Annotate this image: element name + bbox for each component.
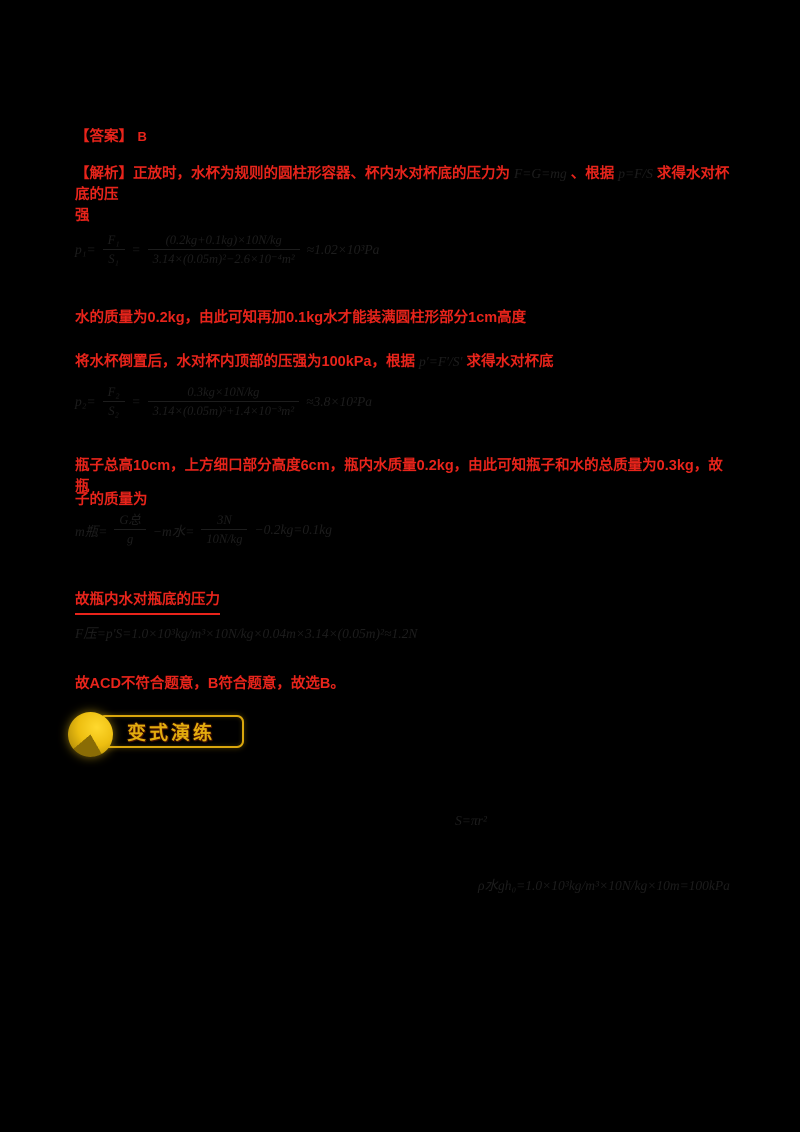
badge-label: 变式演练	[126, 723, 215, 744]
bottle-mass-text: 子的质量为	[75, 492, 148, 508]
water-mass-text: 水的质量为0.2kg，由此可知再加0.1kg水才能装满圆柱形部分1cm高度	[75, 310, 527, 326]
analysis-line-4: 瓶子总高10cm，上方细口部分高度6cm，瓶内水质量0.2kg，由此可知瓶子和水…	[75, 456, 737, 498]
pressure-conclusion-text: 故瓶内水对瓶底的压力	[75, 590, 220, 616]
formula1-result: ≈1.02×10³Pa	[306, 241, 380, 257]
formula1-f2-num: (0.2kg+0.1kg)×10N/kg	[147, 232, 300, 251]
analysis-line-1-cont: 强	[75, 206, 90, 227]
final-choice-text: 故ACD不符合题意，B符合题意，故选B。	[75, 676, 345, 692]
answer-label: 【答案】	[75, 129, 133, 145]
formula2-result: ≈3.8×10²Pa	[306, 393, 373, 409]
extra-formula-b: ρ水gh₀=1.0×10³kg/m³×10N/kg×10m=100kPa	[478, 874, 730, 895]
analysis-line-5: 故瓶内水对瓶底的压力	[75, 590, 220, 616]
formula3-mid: −m水=	[152, 523, 195, 539]
formula1-f1-den: S₁	[108, 252, 119, 267]
analysis-line-2: 水的质量为0.2kg，由此可知再加0.1kg水才能装满圆柱形部分1cm高度	[75, 308, 526, 329]
density-formula-text: ρ水gh₀=1.0×10³kg/m³×10N/kg×10m=100kPa	[478, 878, 730, 893]
display-formula-4: F压=p′S=1.0×10³kg/m³×10N/kg×0.04m×3.14×(0…	[75, 622, 417, 643]
badge-frame: 变式演练	[98, 715, 244, 748]
analysis-line-4-cont: 子的质量为	[75, 490, 148, 511]
invert-text-2: 求得水对杯底	[466, 354, 554, 370]
analysis-wrap-char: 强	[75, 208, 90, 224]
analysis-text-3: 求得水对杯底的压	[75, 166, 730, 204]
formula1-equals: =	[131, 241, 141, 257]
inline-formula-pressure: p=F/S	[618, 166, 653, 181]
analysis-line-6: 故ACD不符合题意，B符合题意，故选B。	[75, 674, 345, 695]
area-formula-text: S=πr²	[455, 813, 487, 828]
formula3-f1-den: g	[127, 532, 134, 547]
formula2-f1-den: S₂	[108, 404, 119, 419]
formula1-f2-den: 3.14×(0.05m)²−2.6×10⁻⁴m²	[152, 252, 295, 267]
analysis-text-2: 、根据	[570, 166, 615, 182]
bottle-dimensions-text: 瓶子总高10cm，上方细口部分高度6cm，瓶内水质量0.2kg，由此可知瓶子和水…	[75, 458, 723, 496]
invert-text-1: 将水杯倒置后，水对杯内顶部的压强为100kPa，根据	[75, 354, 415, 370]
formula3-result: −0.2kg=0.1kg	[254, 521, 332, 537]
formula2-f1-num: F₂	[102, 384, 125, 403]
analysis-label-and-text: 【解析】正放时，水杯为规则的圆柱形容器、杯内水对杯底的压力为	[75, 166, 510, 182]
formula1-lhs: p₁=	[75, 241, 96, 257]
formula3-f2-num: 3N	[201, 512, 248, 531]
analysis-line-3: 将水杯倒置后，水对杯内顶部的压强为100kPa，根据 p′=F′/S′求得水对杯底	[75, 352, 737, 373]
answer-value: B	[137, 129, 147, 144]
answer-line: 【答案】 B	[75, 127, 147, 148]
formula2-f2-den: 3.14×(0.05m)²+1.4×10⁻³m²	[152, 404, 295, 419]
formula3-f1-num: G总	[114, 512, 146, 531]
force-formula-text: F压=p′S=1.0×10³kg/m³×10N/kg×0.04m×3.14×(0…	[75, 626, 418, 641]
formula2-f2-num: 0.3kg×10N/kg	[147, 384, 300, 403]
formula2-equals: =	[131, 393, 141, 409]
sphere-icon	[68, 712, 113, 757]
extra-formula-a: S=πr²	[455, 812, 487, 830]
formula1-f1-num: F₁	[102, 232, 125, 251]
formula2-lhs: p₂=	[75, 393, 96, 409]
inline-formula-invert: p′=F′/S′	[419, 354, 463, 369]
formula3-lhs: m瓶=	[75, 523, 108, 539]
inline-formula-weight: F=G=mg	[514, 166, 567, 181]
formula3-f2-den: 10N/kg	[206, 532, 243, 547]
